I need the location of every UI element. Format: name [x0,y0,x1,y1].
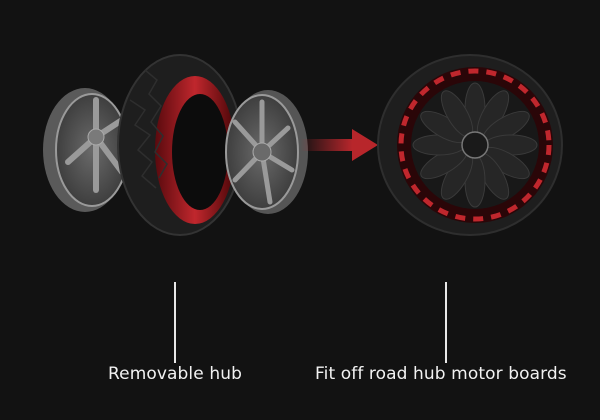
right-connector-line [445,282,447,363]
tire-with-red-ring [117,54,243,236]
hub-motor-face [412,82,538,208]
assembled-wheel-illustration [377,54,563,236]
exploded-wheel-illustration [43,54,308,236]
left-connector-line [174,282,176,363]
caption-fit-off-road-hub: Fit off road hub motor boards [315,364,567,384]
left-rim-half [43,88,129,212]
arrow-right-icon [300,129,378,161]
caption-removable-hub: Removable hub [108,364,242,384]
hub-center-cap [461,131,489,159]
right-rim-half [225,90,308,214]
